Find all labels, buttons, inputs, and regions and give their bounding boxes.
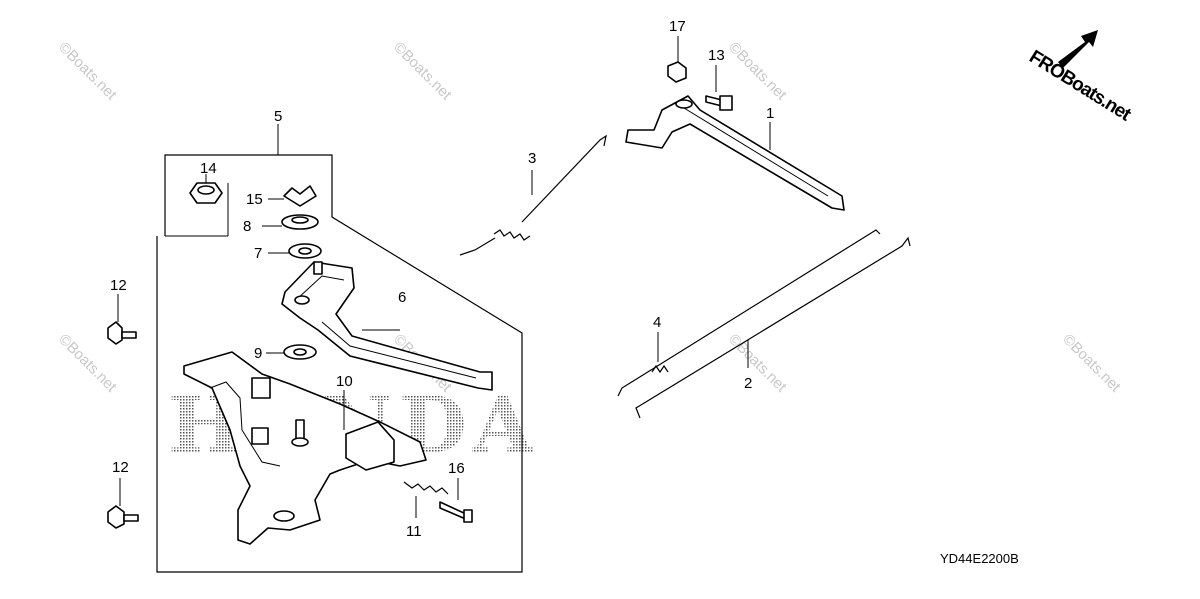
callout-6: 6 — [398, 289, 406, 306]
callout-4: 4 — [653, 314, 661, 331]
callout-1: 1 — [766, 105, 774, 122]
callout-3: 3 — [528, 150, 536, 167]
part-17-nut — [667, 36, 687, 83]
callout-2: 2 — [744, 375, 752, 392]
part-16-bolt — [439, 478, 473, 523]
part-14-flange-nut — [189, 174, 223, 204]
watermark: ©Boats.net — [725, 39, 790, 104]
part-11-spring — [403, 481, 449, 518]
watermark: ©Boats.net — [725, 331, 790, 396]
watermark: ©Boats.net — [55, 39, 120, 104]
part-4-spring — [651, 332, 669, 374]
part-6-control-lever — [281, 261, 493, 391]
callout-14: 14 — [200, 160, 217, 177]
part-2-control-rod — [617, 229, 911, 419]
callout-labels: 1 2 3 4 5 6 7 8 9 10 11 12 12 13 14 15 1… — [110, 18, 774, 540]
callout-9: 9 — [254, 345, 262, 362]
callout-11: 11 — [406, 523, 422, 540]
arrow-icon — [1058, 30, 1098, 68]
part-12-bolt-upper — [107, 294, 137, 345]
callout-5: 5 — [274, 108, 282, 125]
callout-12b: 12 — [112, 459, 129, 476]
part-13-bolt — [705, 65, 733, 111]
boats-net-logo[interactable]: FROBoats.net — [1025, 30, 1135, 126]
watermark: ©Boats.net — [1059, 331, 1124, 396]
part-1-governor-arm — [625, 95, 845, 211]
part-15-wing-nut — [268, 185, 317, 207]
callout-7: 7 — [254, 245, 262, 262]
part-12-bolt-lower — [107, 478, 139, 529]
part-9-washer — [266, 344, 317, 360]
callout-10: 10 — [336, 373, 353, 390]
logo-text: FROBoats.net — [1025, 46, 1135, 125]
watermark: ©Boats.net — [390, 39, 455, 104]
callout-17: 17 — [669, 18, 686, 35]
callout-16: 16 — [448, 460, 465, 477]
callout-8: 8 — [243, 218, 251, 235]
assembly-5-frame — [156, 124, 523, 573]
callout-12a: 12 — [110, 277, 127, 294]
callout-15: 15 — [246, 191, 263, 208]
part-10-control-base — [183, 351, 427, 545]
diagram-code: YD44E2200B — [940, 551, 1019, 566]
part-7-washer — [268, 243, 322, 259]
callout-13: 13 — [708, 47, 725, 64]
part-3-governor-spring — [459, 134, 607, 256]
part-8-washer — [262, 214, 319, 230]
watermarks: ©Boats.net ©Boats.net ©Boats.net ©Boats.… — [55, 39, 1124, 396]
